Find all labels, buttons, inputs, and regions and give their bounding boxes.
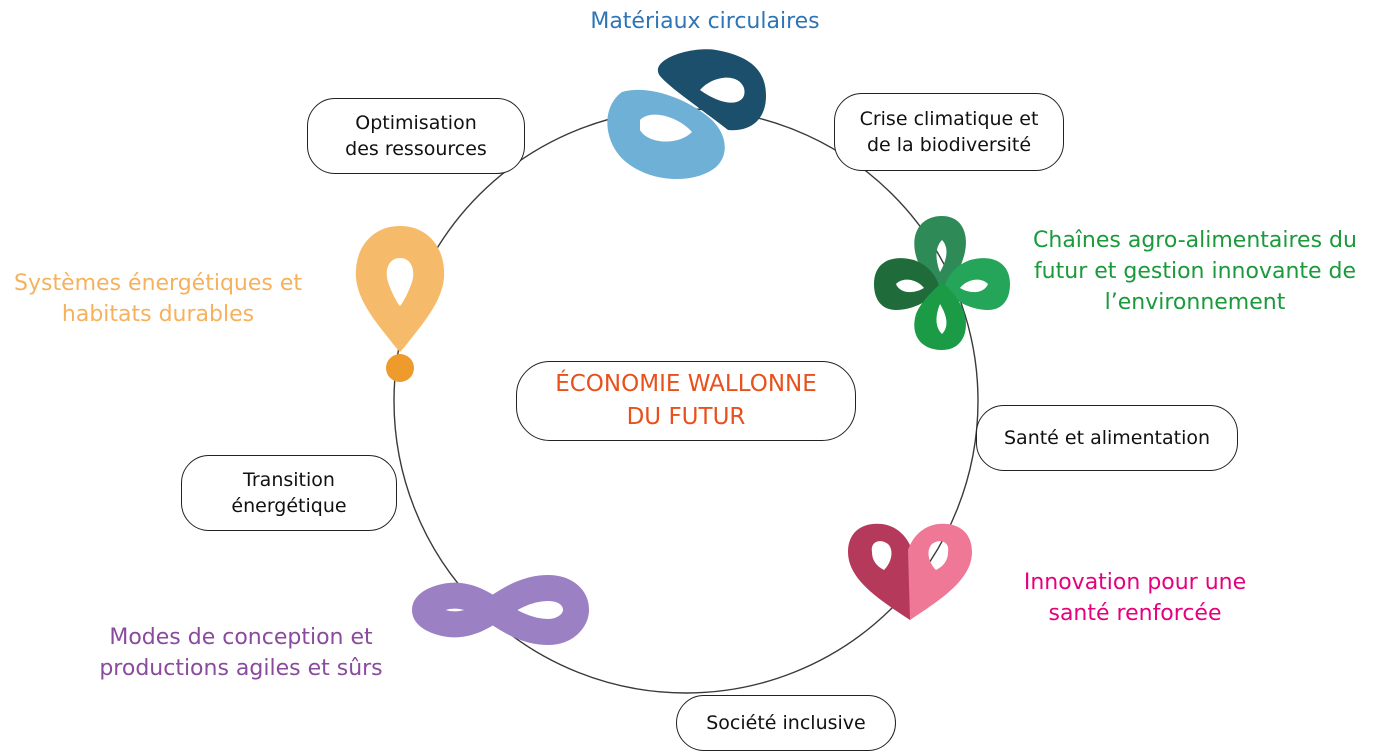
societe-line1: Société inclusive (706, 712, 866, 734)
optimisation-line1: Optimisation (355, 112, 477, 134)
transition-line2: énergétique (231, 495, 347, 517)
infinity-icon (412, 575, 589, 645)
modes-line1: Modes de conception et (109, 625, 373, 650)
pill-sante-alimentation: Santé et alimentation (976, 405, 1238, 471)
chaines-line1: Chaînes agro-alimentaires du (1033, 228, 1357, 253)
innovation-line2: santé renforcée (1048, 601, 1222, 626)
systemes-line1: Systèmes énergétiques et (14, 271, 302, 296)
systemes-line2: habitats durables (61, 302, 255, 327)
heart-icon (848, 523, 972, 620)
optimisation-line2: des ressources (345, 138, 487, 160)
domain-systemes-label: Systèmes énergétiques et habitats durabl… (2, 268, 314, 330)
transition-line1: Transition (243, 469, 335, 491)
pill-transition: Transition énergétique (181, 455, 397, 531)
pill-societe: Société inclusive (676, 695, 896, 751)
sante-alim-line1: Santé et alimentation (1003, 427, 1211, 449)
pill-optimisation: Optimisation des ressources (307, 98, 525, 174)
map-pin-icon (355, 226, 445, 382)
chaines-line3: l’environnement (1104, 290, 1286, 315)
pill-crise: Crise climatique et de la biodiversité (834, 93, 1064, 171)
domain-chaines-label: Chaînes agro-alimentaires du futur et ge… (1010, 225, 1380, 318)
innovation-line1: Innovation pour une (1023, 570, 1247, 595)
crise-line2: de la biodiversité (866, 134, 1032, 156)
materiaux-line1: Matériaux circulaires (590, 9, 820, 34)
infinity-loop-icon (607, 49, 766, 180)
crise-line1: Crise climatique et (859, 108, 1039, 130)
domain-modes-label: Modes de conception et productions agile… (82, 622, 400, 684)
center-line2: DU FUTUR (626, 404, 746, 430)
domain-materiaux-label: Matériaux circulaires (585, 6, 825, 37)
clover-icon (874, 216, 1010, 350)
chaines-line2: futur et gestion innovante de (1033, 259, 1357, 284)
modes-line2: productions agiles et sûrs (99, 656, 383, 681)
center-title: ÉCONOMIE WALLONNE DU FUTUR (516, 361, 856, 441)
domain-innovation-label: Innovation pour une santé renforcée (1000, 567, 1270, 629)
center-line1: ÉCONOMIE WALLONNE (555, 371, 817, 397)
